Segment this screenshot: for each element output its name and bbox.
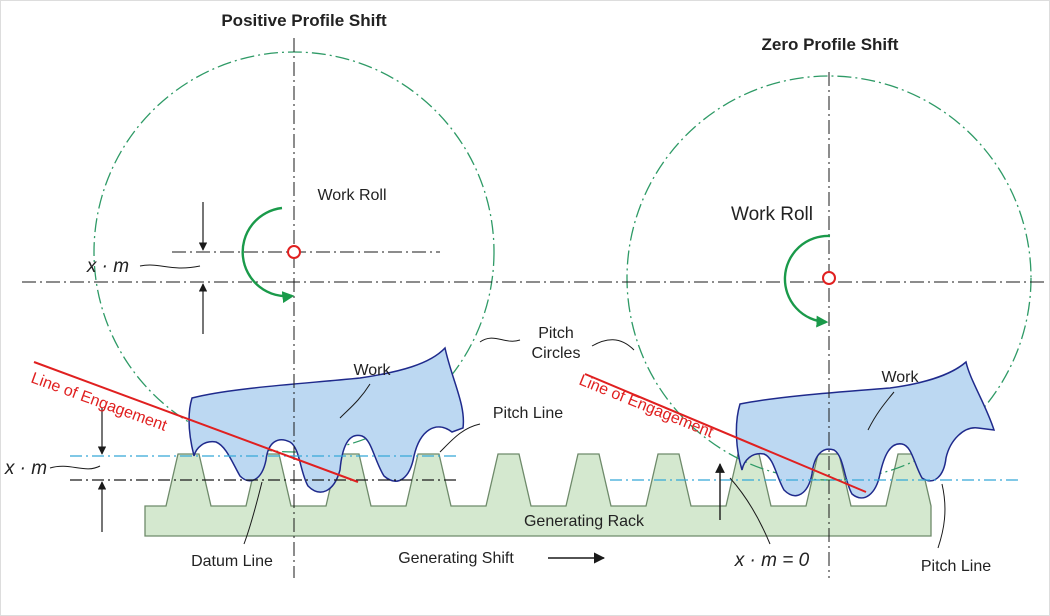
label-pitch-line-left: Pitch Line [493,405,563,422]
label-work-roll-left: Work Roll [317,187,386,204]
leader-pitch-line-right [937,483,946,549]
line-of-engagement-left [33,361,359,483]
label-work-left: Work [353,362,391,379]
label-line-of-engagement-right: Line of Engagement [577,372,717,442]
roll-center-left [287,245,301,259]
rotation-arrow-right [783,234,831,328]
leader-pitch-circles-right [591,339,635,351]
rotation-arrow-left [241,206,295,304]
label-xm-lower: x · m [4,458,47,479]
leader-pitch-circles-left [479,337,521,343]
label-pitch-line-right: Pitch Line [921,558,991,575]
label-line-of-engagement-left: Line of Engagement [29,370,170,435]
label-pitch-circles-line1: Pitch [538,325,574,342]
label-xm-zero: x · m = 0 [734,550,810,571]
leader-datum-line [243,481,263,545]
work-gear-right [735,360,996,499]
label-generating-rack: Generating Rack [524,513,645,530]
label-xm-upper: x · m [86,256,129,277]
title-positive-profile-shift: Positive Profile Shift [221,11,387,30]
leader-work-right [867,391,895,431]
label-pitch-circles-line2: Circles [532,345,581,362]
leader-xm-upper [139,264,201,269]
leader-pitch-line-left [439,423,481,453]
label-generating-shift: Generating Shift [398,550,514,567]
leader-work-left [339,383,371,419]
label-work-roll-right: Work Roll [731,204,813,225]
label-work-right: Work [881,369,919,386]
leader-xm-lower [49,465,101,470]
leader-xm-zero [729,477,771,545]
line-of-engagement-right [584,373,867,493]
label-datum-line: Datum Line [191,553,273,570]
roll-center-right [822,271,836,285]
title-zero-profile-shift: Zero Profile Shift [762,35,899,54]
